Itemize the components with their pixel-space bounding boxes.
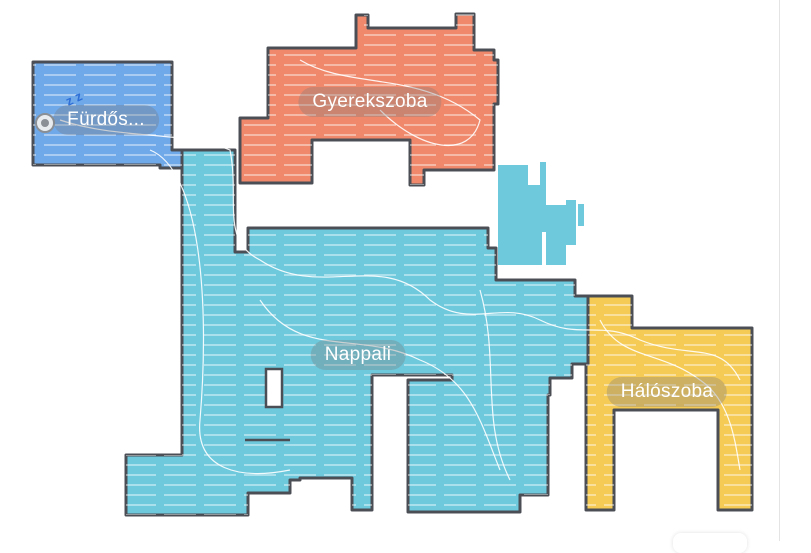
room-haloszoba[interactable] [584, 294, 754, 512]
room-label-haloszoba[interactable]: Hálószoba [606, 377, 728, 407]
floor-map[interactable]: z z [0, 0, 811, 541]
room-label-nappali[interactable]: Nappali [310, 340, 406, 370]
bottom-panel-edge[interactable] [673, 533, 747, 553]
scrollbar[interactable] [779, 0, 780, 541]
robot-icon[interactable] [35, 113, 55, 133]
room-label-gyerekszoba[interactable]: Gyerekszoba [298, 87, 442, 117]
room-label-furdoszoba[interactable]: Fürdős... [53, 105, 159, 135]
room-gyerekszoba[interactable] [238, 12, 500, 187]
sleep-status-icon: z z [63, 88, 85, 109]
cleaning-path [59, 59, 741, 481]
room-furdoszoba[interactable] [31, 60, 184, 170]
room-nappali[interactable] [124, 148, 590, 517]
